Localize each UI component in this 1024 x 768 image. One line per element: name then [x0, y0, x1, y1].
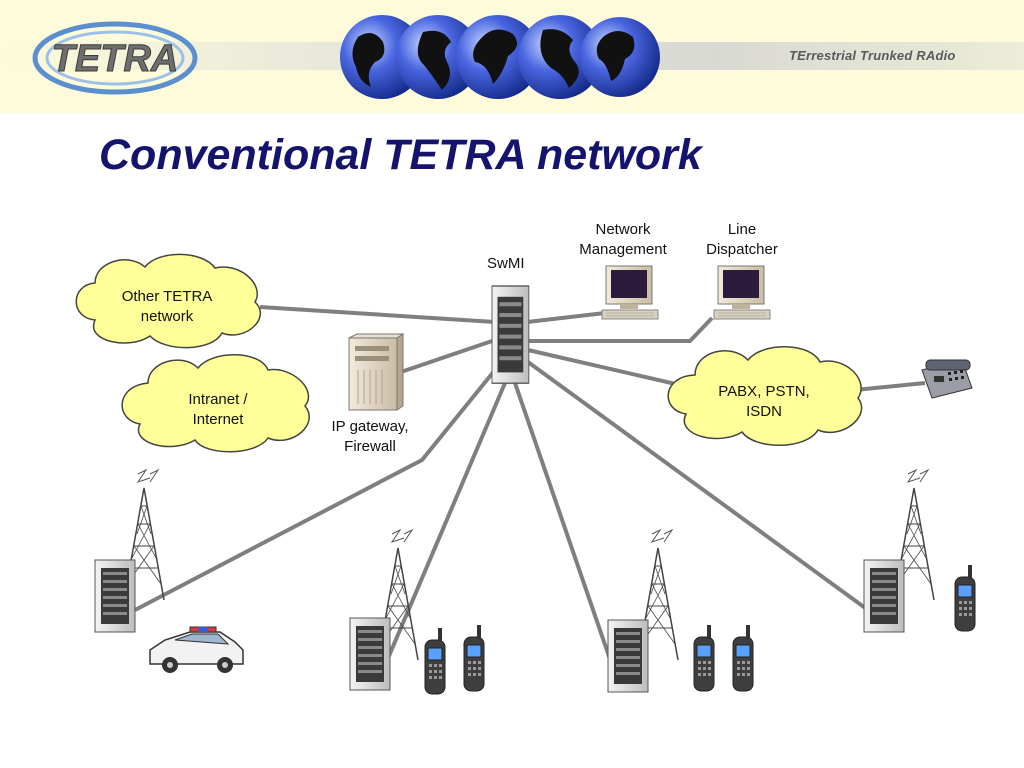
line-dispatcher-label: Line Dispatcher [706, 221, 778, 258]
cloud-pabx [667, 346, 863, 446]
link-telephone [854, 381, 926, 392]
base-station-server-icon [863, 559, 905, 633]
mobile-phone-icon [693, 624, 715, 692]
link-network-management [526, 311, 606, 324]
link-base-station-3 [513, 382, 614, 666]
telephone-icon [921, 359, 973, 399]
link-pabx [527, 348, 681, 387]
ip-gateway-label: IP gateway, Firewall [331, 418, 409, 455]
tetra-logo-text: TETRA [52, 38, 179, 80]
slide-title: Conventional TETRA network [99, 131, 702, 179]
link-base-station-2 [381, 382, 507, 671]
swmi-label: SwMI [487, 255, 525, 272]
ip-gateway-computer-icon [348, 333, 405, 411]
base-station-server-icon [607, 619, 649, 693]
other-tetra-label: Other TETRA network [121, 288, 213, 325]
line-dispatcher-computer-icon [713, 265, 771, 320]
globe-icon [456, 15, 540, 99]
intranet-label: Intranet / Internet [188, 391, 248, 428]
pabx-label: PABX, PSTN, ISDN [718, 383, 810, 420]
link-line-dispatcher [527, 316, 714, 343]
link-base-station-4 [526, 360, 870, 612]
globes-graphic [340, 15, 660, 99]
police-car-icon [149, 626, 244, 673]
handheld-radio-icon [732, 624, 754, 692]
globe-icon [518, 15, 602, 99]
globe-icon [580, 17, 660, 97]
link-other-tetra [259, 305, 496, 324]
link-lines [134, 305, 926, 671]
base-station-server-icon [94, 559, 136, 633]
cloud-other-tetra [75, 253, 262, 349]
swmi-server-icon [491, 285, 530, 384]
tetra-logo: TETRA [32, 21, 198, 95]
cloud-intranet [121, 354, 310, 453]
globe-icon [396, 15, 480, 99]
link-base-station-1 [134, 368, 497, 612]
network-management-computer-icon [601, 265, 659, 320]
handheld-radio-icon [424, 627, 446, 695]
base-station-server-icon [349, 617, 391, 691]
header-tagline: TErrestrial Trunked RAdio [789, 48, 956, 63]
link-ip-gateway [397, 338, 496, 375]
handheld-radio-icon [954, 564, 976, 632]
handheld-radio-icon [463, 624, 485, 692]
network-management-label: Network Management [579, 221, 667, 258]
